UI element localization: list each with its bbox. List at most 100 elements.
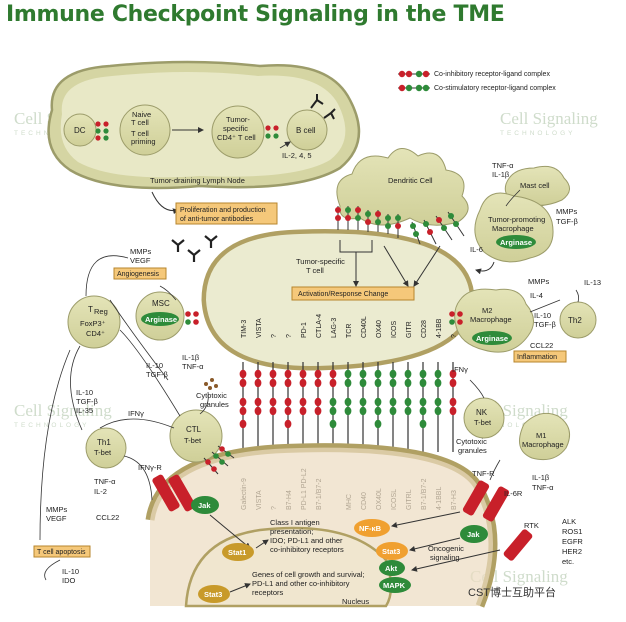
antibody-icon [323, 108, 336, 120]
svg-text:IL-13: IL-13 [584, 278, 601, 287]
svg-text:Tumor-: Tumor- [226, 115, 250, 124]
lymph-node: DC Naive T cell T cell priming Tumor- sp… [47, 60, 361, 190]
inhibitory-bead [269, 378, 277, 388]
b-cell [286, 109, 328, 151]
svg-text:IL-10: IL-10 [62, 567, 79, 576]
inhibitory-bead [254, 378, 262, 388]
receptor-label: CD28 [421, 320, 428, 338]
stimulatory-bead [344, 369, 352, 379]
ctl-cell [169, 409, 223, 463]
stimulatory-bead [419, 397, 427, 407]
stimulatory-bead [404, 369, 412, 379]
inhibitory-bead [449, 397, 457, 407]
svg-text:Genes of cell growth and survi: Genes of cell growth and survival; [252, 570, 365, 579]
svg-text:IFNγ: IFNγ [452, 365, 468, 374]
arginase-label: Arginase [145, 315, 177, 324]
svg-text:signaling: signaling [430, 553, 460, 562]
svg-text:TNF-α: TNF-α [94, 477, 116, 486]
tumor-specific-cd4-cell [211, 105, 265, 159]
activation-box [291, 286, 415, 301]
svg-text:CD4⁺: CD4⁺ [86, 329, 105, 338]
svg-text:TGF-β: TGF-β [76, 397, 98, 406]
rtk-receptor [503, 529, 533, 561]
receptor-label: ? [451, 334, 458, 338]
svg-text:Stat1: Stat1 [228, 548, 246, 557]
svg-text:Cytotoxic: Cytotoxic [456, 437, 487, 446]
svg-text:T cell apoptosis: T cell apoptosis [37, 549, 86, 556]
il6-receptor [482, 486, 510, 522]
legend-inhibitory: Co-inhibitory receptor-ligand complex [434, 71, 550, 78]
svg-text:Macrophage: Macrophage [492, 224, 534, 233]
svg-text:of anti-tumor antibodies: of anti-tumor antibodies [180, 216, 254, 223]
svg-text:MMPs: MMPs [46, 505, 67, 514]
dendritic-cell [336, 148, 469, 226]
svg-text:T cell: T cell [131, 129, 149, 138]
svg-text:TECHNOLOGY: TECHNOLOGY [500, 130, 576, 137]
inhibitory-bead [239, 406, 247, 416]
svg-text:Th2: Th2 [568, 316, 582, 325]
inhibitory-bead [299, 378, 307, 388]
svg-text:NK: NK [476, 408, 488, 417]
svg-text:Macrophage: Macrophage [522, 440, 564, 449]
svg-text:FoxP3⁺: FoxP3⁺ [80, 319, 106, 328]
svg-text:TNF-R: TNF-R [472, 469, 495, 478]
inhibitory-bead [254, 406, 262, 416]
receptor-label: CD40L [361, 316, 368, 338]
svg-text:IDO; PD-L1 and other: IDO; PD-L1 and other [270, 536, 343, 545]
svg-text:IL-1β: IL-1β [492, 170, 510, 179]
receptor-label: VISTA [256, 318, 263, 338]
stimulatory-bead [344, 406, 352, 416]
svg-text:RTK: RTK [524, 521, 539, 530]
svg-text:Jak: Jak [467, 530, 480, 539]
stimulatory-bead [329, 419, 337, 429]
svg-text:specific: specific [223, 124, 248, 133]
svg-text:CTL: CTL [186, 425, 202, 434]
stimulatory-bead [359, 406, 367, 416]
svg-text:IL-1β: IL-1β [532, 473, 550, 482]
svg-text:IL-10: IL-10 [76, 388, 93, 397]
svg-text:Dendritic Cell: Dendritic Cell [388, 176, 433, 185]
svg-text:NF-κB: NF-κB [359, 524, 382, 533]
svg-text:receptors: receptors [252, 588, 284, 597]
svg-text:Cytotoxic: Cytotoxic [196, 391, 227, 400]
inhibitory-bead [239, 378, 247, 388]
svg-text:IL-6: IL-6 [470, 245, 483, 254]
svg-text:HER2: HER2 [562, 547, 582, 556]
svg-text:priming: priming [131, 137, 156, 146]
inhibitory-bead [314, 397, 322, 407]
dendritic-receptors [335, 206, 465, 245]
svg-text:ALK: ALK [562, 517, 576, 526]
proliferation-box [175, 202, 278, 225]
inhibitory-bead [299, 397, 307, 407]
receptor-label: GITR [406, 321, 413, 338]
svg-text:T cell: T cell [306, 266, 324, 275]
stimulatory-bead [434, 397, 442, 407]
th1-cell [85, 427, 127, 469]
stimulatory-bead [404, 378, 412, 388]
svg-text:TGF-β: TGF-β [534, 320, 556, 329]
jak-node [460, 525, 488, 543]
stimulatory-bead [434, 369, 442, 379]
svg-text:IL-1β: IL-1β [182, 353, 200, 362]
stimulatory-bead [359, 369, 367, 379]
svg-text:IL-35: IL-35 [76, 406, 93, 415]
svg-text:Mast cell: Mast cell [520, 181, 550, 190]
svg-text:PD-L1 and other co-inhibitory: PD-L1 and other co-inhibitory [252, 579, 350, 588]
inhibitory-bead [254, 369, 262, 379]
svg-text:Stat3: Stat3 [382, 547, 400, 556]
inhibitory-bead [329, 378, 337, 388]
inhibitory-bead [239, 419, 247, 429]
inhibitory-bead [299, 406, 307, 416]
svg-text:T cell: T cell [131, 118, 149, 127]
inhibitory-bead [449, 378, 457, 388]
svg-text:Tumor-draining Lymph Node: Tumor-draining Lymph Node [150, 176, 245, 185]
svg-text:MSC: MSC [152, 299, 170, 308]
inhibitory-bead [254, 397, 262, 407]
inhibitory-bead [239, 397, 247, 407]
legend-stimulatory: Co-stimulatory receptor-ligand complex [434, 85, 556, 92]
svg-text:etc.: etc. [562, 557, 574, 566]
stimulatory-bead [374, 397, 382, 407]
stimulatory-bead [344, 378, 352, 388]
nfkb-node [354, 519, 390, 537]
svg-text:B cell: B cell [296, 126, 316, 135]
